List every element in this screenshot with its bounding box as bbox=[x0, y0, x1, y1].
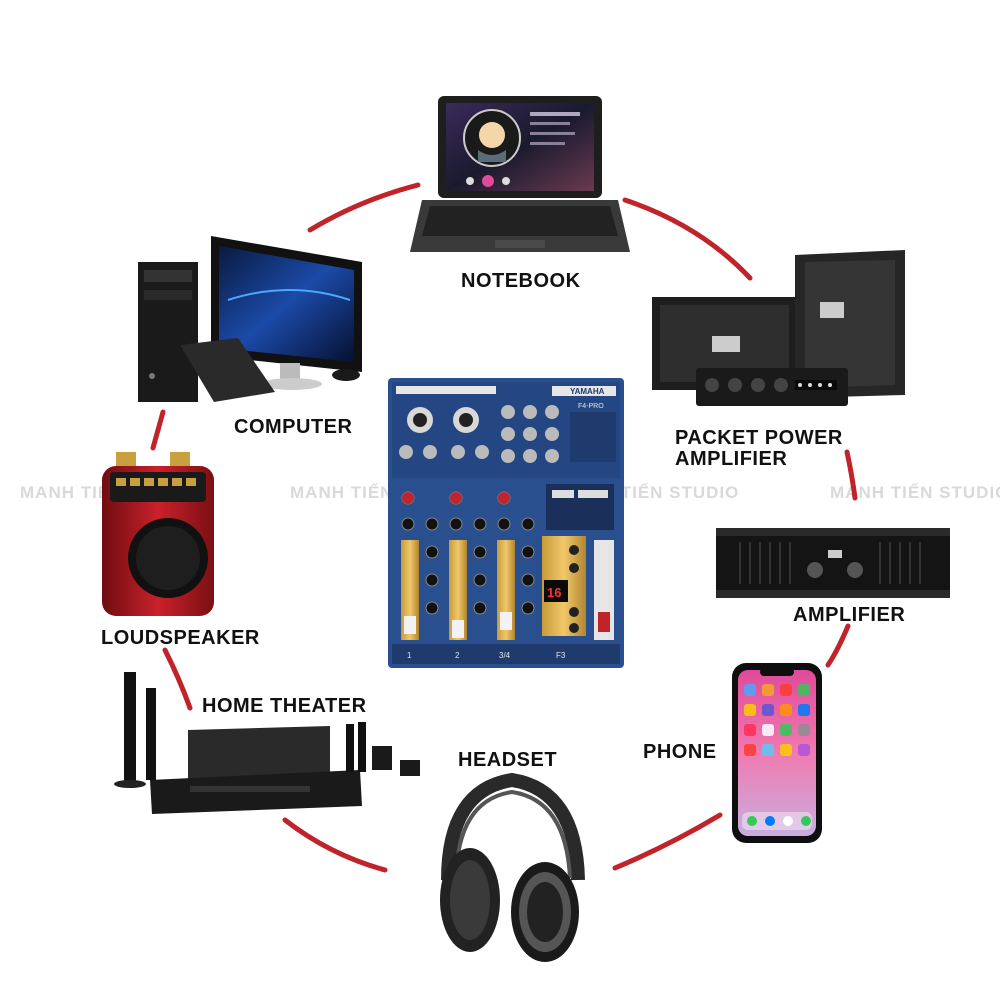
headset-image bbox=[440, 772, 585, 962]
notebook-label: NOTEBOOK bbox=[461, 270, 581, 292]
packet-power-amplifier-label-line1: PACKET POWER bbox=[675, 427, 843, 449]
computer-label: COMPUTER bbox=[234, 416, 353, 438]
phone-image bbox=[732, 663, 822, 843]
packet-power-amplifier-label-line2: AMPLIFIER bbox=[675, 448, 788, 470]
phone-label: PHONE bbox=[643, 741, 717, 763]
mixer-image bbox=[388, 378, 624, 668]
computer-image bbox=[138, 236, 362, 402]
arc-amplifier-phone bbox=[825, 623, 851, 668]
arc-notebook-packet bbox=[622, 197, 753, 281]
amplifier-label: AMPLIFIER bbox=[793, 604, 906, 626]
arc-hometheater-headset bbox=[282, 817, 388, 873]
mixer-channel-4: F3 bbox=[556, 651, 566, 660]
packet-power-amplifier-image bbox=[652, 250, 905, 406]
notebook-image bbox=[410, 96, 630, 252]
loudspeaker-label: LOUDSPEAKER bbox=[101, 627, 260, 649]
mixer-brand: YAMAHA bbox=[570, 387, 605, 396]
arc-computer-notebook bbox=[307, 182, 421, 233]
arc-packet-amplifier bbox=[844, 449, 858, 501]
amplifier-image bbox=[716, 528, 950, 598]
mixer-display: 16 bbox=[547, 585, 561, 600]
connector-arcs bbox=[150, 182, 858, 873]
arc-computer-loudspeaker bbox=[150, 409, 166, 451]
mixer-model: F4-PRO bbox=[578, 403, 604, 410]
mixer-channel-1: 1 bbox=[407, 651, 412, 660]
watermark-4: MANH TIẾN STUDIO bbox=[830, 483, 1000, 502]
home-theater-label: HOME THEATER bbox=[202, 695, 367, 717]
mixer-channel-2: 2 bbox=[455, 651, 460, 660]
arc-headset-phone bbox=[612, 812, 723, 871]
loudspeaker-image bbox=[102, 452, 214, 616]
home-theater-image bbox=[114, 672, 420, 814]
mixer-channel-3: 3/4 bbox=[499, 651, 511, 660]
arc-loudspeaker-hometheater bbox=[162, 647, 193, 711]
headset-label: HEADSET bbox=[458, 749, 558, 771]
